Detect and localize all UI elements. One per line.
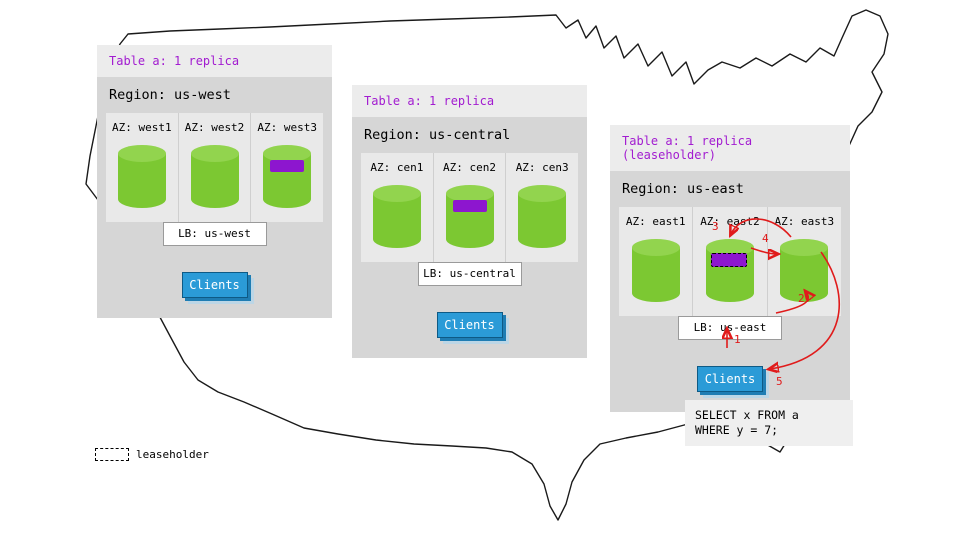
- az-column: AZ: west1: [106, 113, 179, 222]
- replica-marker: [270, 160, 305, 172]
- database-cylinder-icon: [445, 185, 494, 248]
- az-column: AZ: west2: [179, 113, 252, 222]
- az-column: AZ: cen3: [506, 153, 578, 262]
- legend-label: leaseholder: [136, 448, 209, 461]
- az-label: AZ: cen1: [370, 161, 424, 174]
- az-column: AZ: east1: [619, 207, 694, 316]
- region-body: Region: us-central AZ: cen1 AZ: cen2 AZ:…: [352, 117, 587, 358]
- az-label: AZ: west1: [112, 121, 172, 134]
- replica-marker: [452, 200, 487, 212]
- clients-box: Clients: [181, 272, 248, 298]
- az-label: AZ: east2: [700, 215, 760, 228]
- database-cylinder-icon: [705, 239, 754, 302]
- az-label: AZ: cen3: [515, 161, 569, 174]
- leaseholder-legend: leaseholder: [95, 448, 209, 461]
- arrow-step-label: 4: [762, 232, 769, 245]
- arrow-step-label: 3: [712, 220, 719, 233]
- leaseholder-swatch-icon: [95, 448, 129, 461]
- database-cylinder-icon: [631, 239, 680, 302]
- region-panel-us-west: Table a: 1 replica Region: us-west AZ: w…: [97, 45, 332, 318]
- database-cylinder-icon: [263, 145, 312, 208]
- region-body: Region: us-east AZ: east1 AZ: east2 AZ: …: [610, 171, 850, 412]
- load-balancer-box: LB: us-central: [417, 262, 522, 286]
- region-title: Region: us-central: [364, 127, 511, 143]
- database-cylinder-icon: [518, 185, 567, 248]
- sql-line: WHERE y = 7;: [695, 423, 779, 437]
- table-replica-label: Table a: 1 replica: [352, 85, 587, 117]
- table-replica-label: Table a: 1 replica: [97, 45, 332, 77]
- az-column: AZ: west3: [251, 113, 323, 222]
- database-cylinder-icon: [190, 145, 239, 208]
- load-balancer-box: LB: us-east: [678, 316, 782, 340]
- arrow-step-label: 5: [776, 375, 783, 388]
- region-body: Region: us-west AZ: west1 AZ: west2 AZ: …: [97, 77, 332, 318]
- az-label: AZ: east1: [625, 215, 686, 228]
- table-replica-label: Table a: 1 replica (leaseholder): [610, 125, 850, 171]
- az-column: AZ: cen2: [434, 153, 507, 262]
- az-column: AZ: east2: [693, 207, 768, 316]
- arrow-step-label: 1: [734, 333, 741, 346]
- az-label: AZ: cen2: [443, 161, 496, 174]
- clients-box: Clients: [697, 366, 763, 392]
- sql-query-note: SELECT x FROM a WHERE y = 7;: [685, 400, 853, 446]
- region-panel-us-east: Table a: 1 replica (leaseholder) Region:…: [610, 125, 850, 412]
- az-row: AZ: cen1 AZ: cen2 AZ: cen3: [361, 153, 578, 262]
- database-cylinder-icon: [372, 185, 421, 248]
- region-panel-us-central: Table a: 1 replica Region: us-central AZ…: [352, 85, 587, 358]
- arrow-step-label: 2: [798, 292, 805, 305]
- az-row: AZ: west1 AZ: west2 AZ: west3: [106, 113, 323, 222]
- az-label: AZ: west2: [184, 121, 245, 134]
- az-label: AZ: west3: [257, 121, 317, 134]
- az-row: AZ: east1 AZ: east2 AZ: east3: [619, 207, 841, 316]
- region-title: Region: us-east: [622, 181, 744, 197]
- region-title: Region: us-west: [109, 87, 231, 103]
- az-label: AZ: east3: [774, 215, 835, 228]
- leaseholder-marker: [710, 253, 747, 267]
- az-column: AZ: cen1: [361, 153, 434, 262]
- load-balancer-box: LB: us-west: [162, 222, 267, 246]
- database-cylinder-icon: [117, 145, 166, 208]
- clients-box: Clients: [436, 312, 503, 338]
- sql-line: SELECT x FROM a: [695, 408, 799, 422]
